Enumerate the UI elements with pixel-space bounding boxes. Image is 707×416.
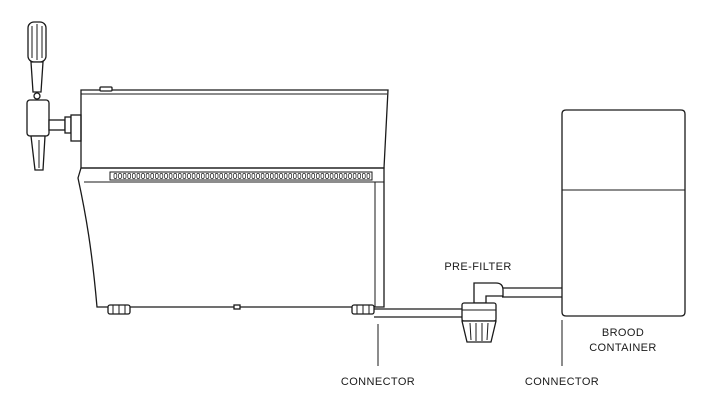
vent-slot — [357, 173, 361, 179]
vent-slot — [311, 173, 315, 179]
vent-slot — [297, 173, 302, 179]
vent-slot — [247, 173, 251, 179]
vent-slot — [228, 173, 233, 179]
filter-icon — [461, 282, 504, 343]
brood-container-label-line2: CONTAINER — [589, 342, 657, 354]
vent-slot — [164, 173, 168, 179]
vent-slot — [224, 173, 228, 179]
vent-slot — [302, 173, 306, 179]
vent-slot — [251, 173, 256, 179]
vent-slot — [242, 173, 246, 179]
vent-slot — [145, 173, 150, 179]
vent-slot — [237, 173, 242, 179]
vent-slot — [141, 173, 145, 179]
vent-slot — [270, 173, 274, 179]
vent-slot — [348, 173, 352, 179]
vent-slot — [320, 173, 325, 179]
vent-slot — [127, 173, 131, 179]
vent-slot — [187, 173, 191, 179]
vent-slot — [279, 173, 283, 179]
vent-slot — [132, 173, 136, 179]
vent-slot — [260, 173, 265, 179]
vent-slot — [274, 173, 279, 179]
vent-slots — [113, 173, 371, 179]
vent-slot — [118, 173, 122, 179]
vent-slot — [178, 173, 182, 179]
vent-slot — [155, 173, 159, 179]
vent-slot — [343, 173, 348, 179]
vent-slot — [182, 173, 187, 179]
vent-slot — [219, 173, 223, 179]
vent-slot — [352, 173, 357, 179]
brood-container-label-line1: BROOD — [602, 327, 644, 339]
vent-slot — [205, 173, 210, 179]
brood-container — [561, 109, 686, 317]
hose-right — [502, 287, 562, 298]
vent-slot — [288, 173, 292, 179]
dispenser-unit — [77, 86, 389, 315]
vent-slot — [329, 173, 334, 179]
vent-slot — [214, 173, 219, 179]
hose-left — [374, 308, 462, 318]
vent-slot — [191, 173, 196, 179]
connector-left-label: CONNECTOR — [341, 376, 415, 388]
vent-slot — [293, 173, 297, 179]
vent-slot — [159, 173, 164, 179]
vent-slot — [113, 173, 118, 179]
vent-slot — [122, 173, 127, 179]
vent-slot — [201, 173, 205, 179]
vent-slot — [283, 173, 288, 179]
vent-slot — [196, 173, 200, 179]
vent-slot — [173, 173, 177, 179]
pre-filter-label: PRE-FILTER — [444, 261, 511, 273]
tap-icon — [26, 21, 82, 171]
vent-slot — [366, 173, 371, 179]
vent-slot — [150, 173, 154, 179]
vent-slot — [362, 173, 366, 179]
vent-slot — [334, 173, 338, 179]
vent-slot — [210, 173, 214, 179]
connector-right-label: CONNECTOR — [525, 376, 599, 388]
vent-slot — [168, 173, 173, 179]
vent-slot — [136, 173, 141, 179]
vent-slot — [256, 173, 260, 179]
vent-slot — [306, 173, 311, 179]
vent-slot — [265, 173, 269, 179]
vent-slot — [233, 173, 237, 179]
vent-slot — [325, 173, 329, 179]
vent-slot — [339, 173, 343, 179]
vent-slot — [316, 173, 320, 179]
